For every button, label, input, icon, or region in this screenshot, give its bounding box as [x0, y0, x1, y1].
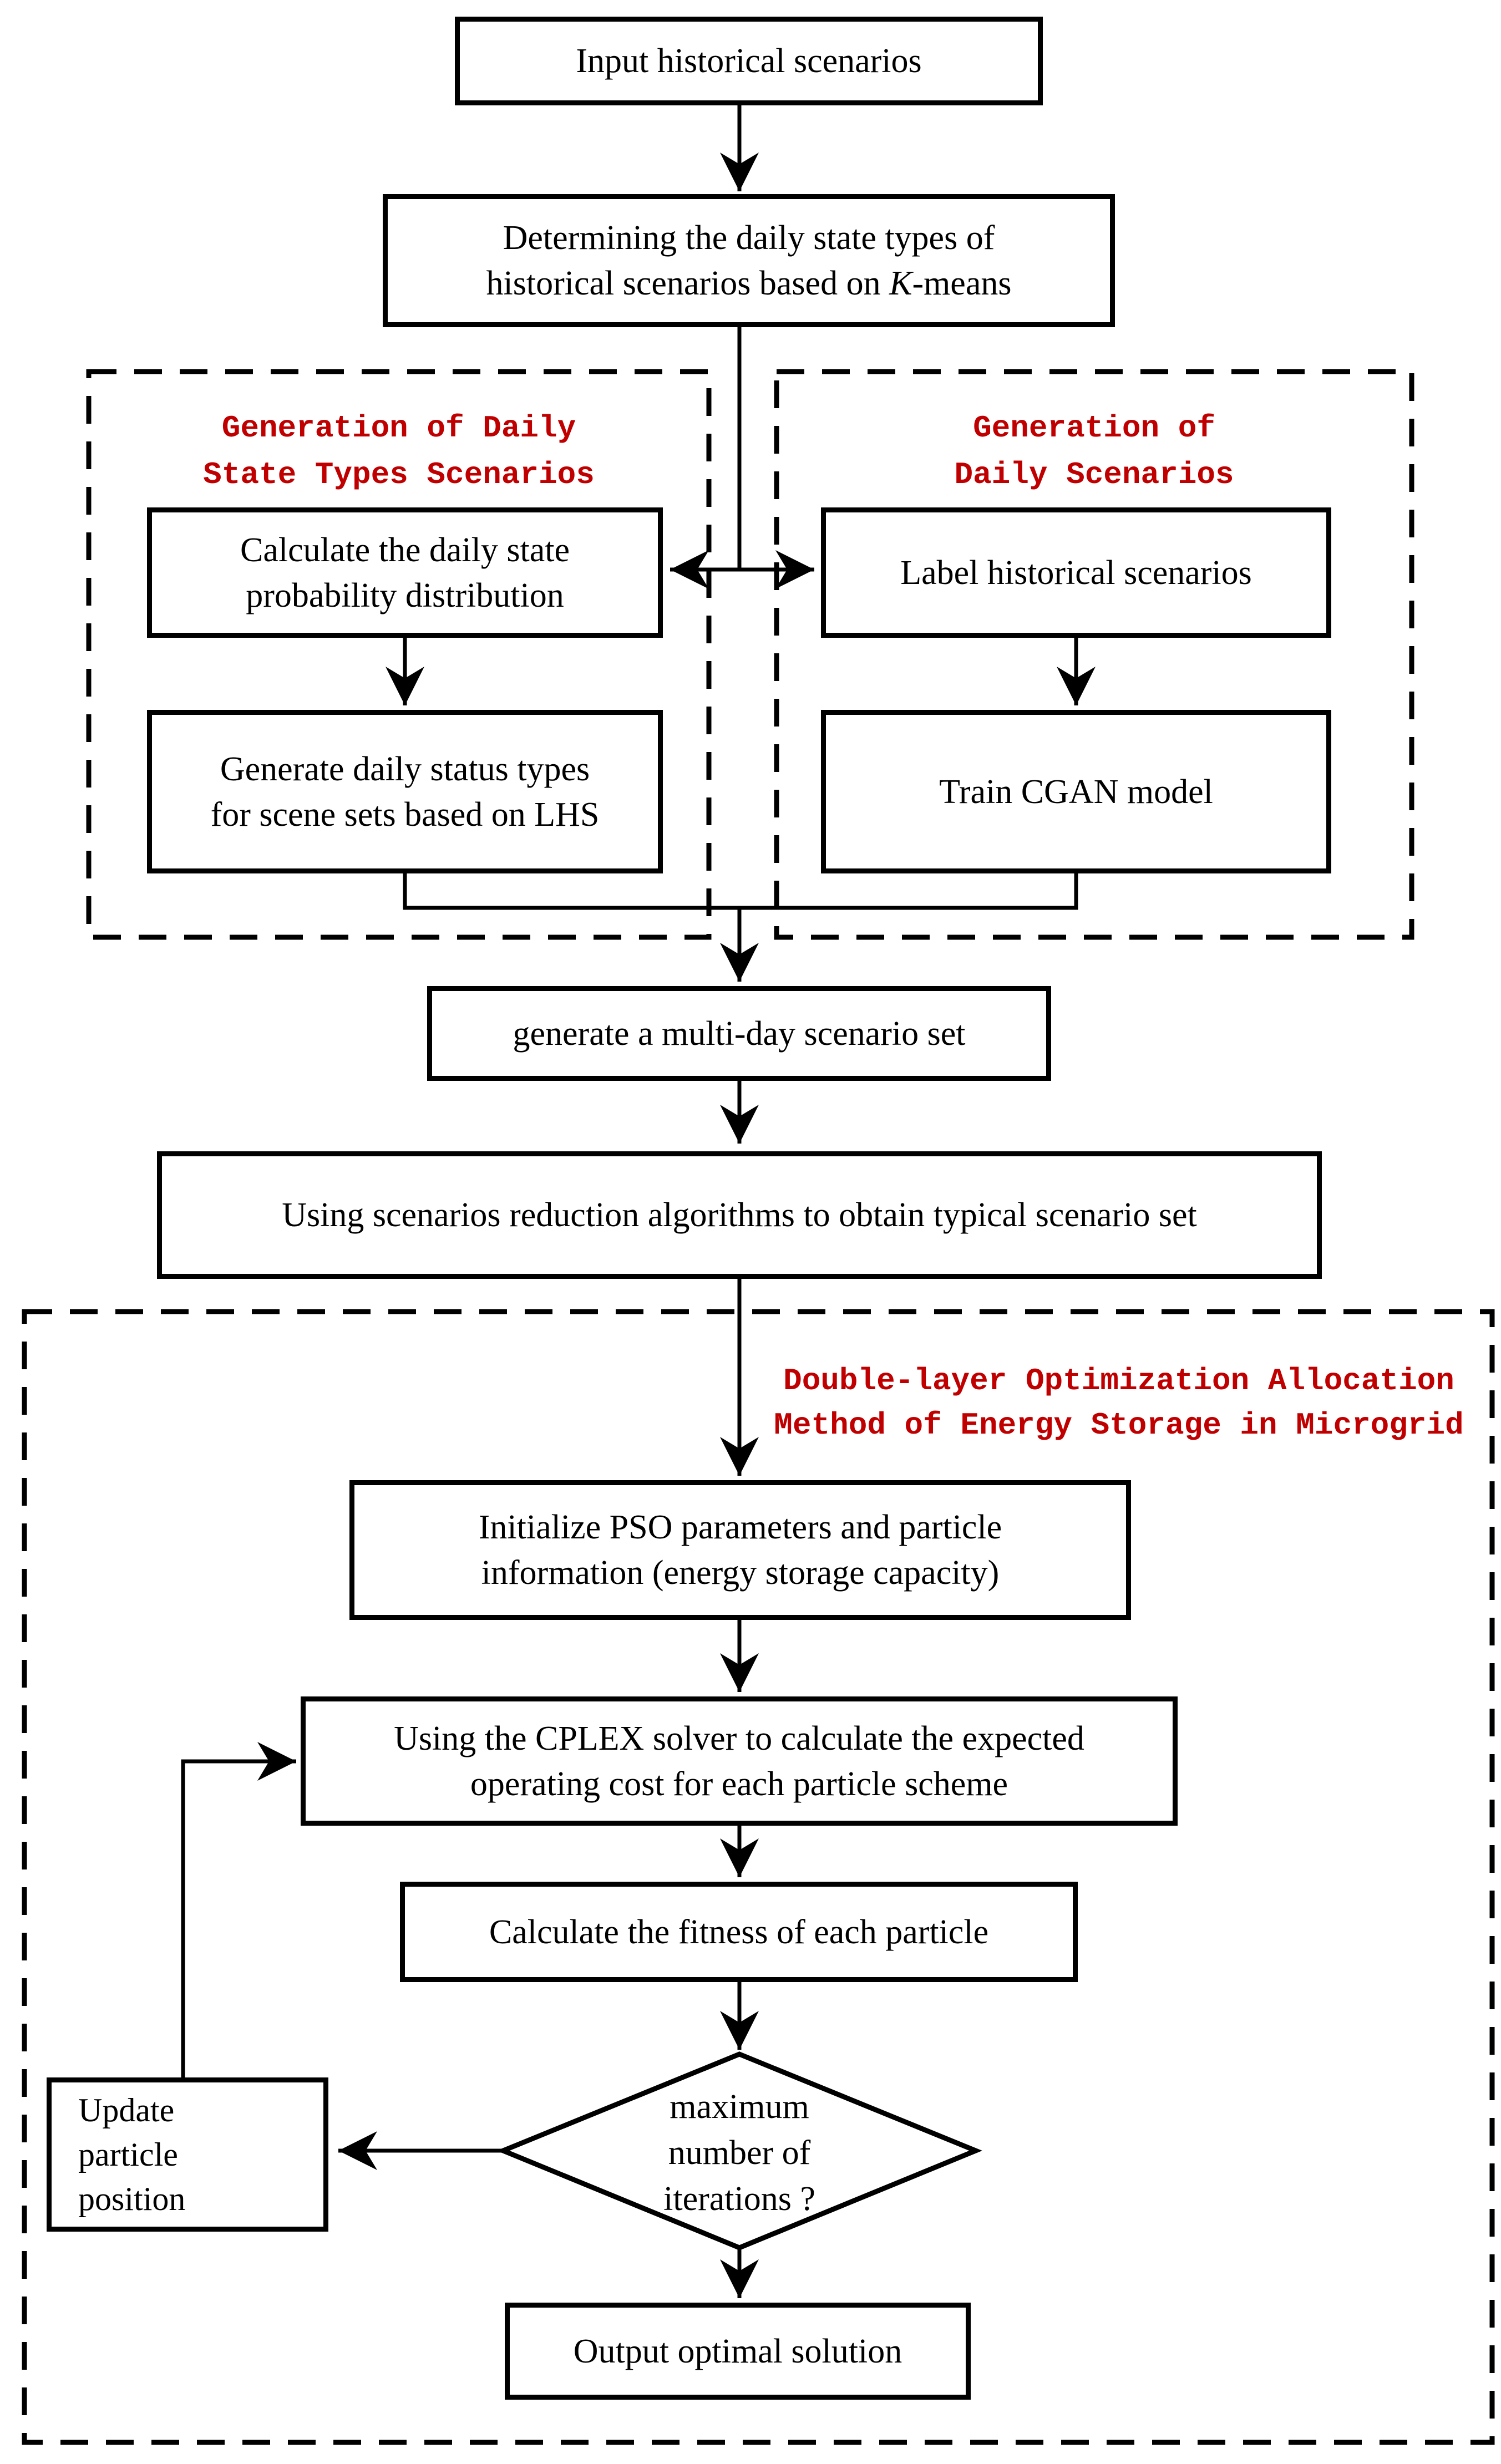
node-label-line1: Determining the daily state types of — [503, 219, 995, 257]
node-label: Input historical scenarios — [576, 42, 922, 80]
decision-diamond — [496, 2051, 982, 2250]
node-input-historical-scenarios: Input historical scenarios — [455, 17, 1043, 105]
decision-max-iterations-label: maximum number of iterations ? — [663, 2088, 815, 2218]
node-scenario-reduction: Using scenarios reduction algorithms to … — [157, 1151, 1322, 1279]
node-calculate-daily-state-probability: Calculate the daily state probability di… — [147, 507, 663, 638]
node-calculate-fitness: Calculate the fitness of each particle — [400, 1882, 1078, 1982]
node-generate-multiday-scenario-set: generate a multi-day scenario set — [427, 986, 1051, 1081]
group-title-double-layer-optimization: Double-layer Optimization Allocation Met… — [774, 1363, 1464, 1443]
node-label-line2: historical scenarios based on K-means — [486, 265, 1012, 302]
node-generate-daily-status-types-lhs: Generate daily status types for scene se… — [147, 710, 663, 873]
node-update-particle-position: Update particle position — [47, 2077, 328, 2232]
node-initialize-pso: Initialize PSO parameters and particle i… — [349, 1480, 1131, 1620]
group-title-daily-scenarios: Generation of Daily Scenarios — [954, 410, 1234, 492]
group-box-daily-scenarios — [774, 369, 1414, 940]
node-output-optimal-solution: Output optimal solution — [505, 2303, 971, 2400]
group-box-double-layer — [22, 1309, 1495, 2445]
node-label-historical-scenarios: Label historical scenarios — [821, 507, 1331, 638]
line-merge-branches — [403, 873, 1078, 910]
node-cplex-solver: Using the CPLEX solver to calculate the … — [301, 1696, 1178, 1826]
arrow-update-to-cplex-feedback — [181, 1742, 296, 2077]
node-train-cgan-model: Train CGAN model — [821, 710, 1331, 873]
group-title-state-types-scenarios: Generation of Daily State Types Scenario… — [203, 410, 595, 492]
node-determine-daily-state-types: Determining the daily state types of his… — [383, 194, 1115, 327]
